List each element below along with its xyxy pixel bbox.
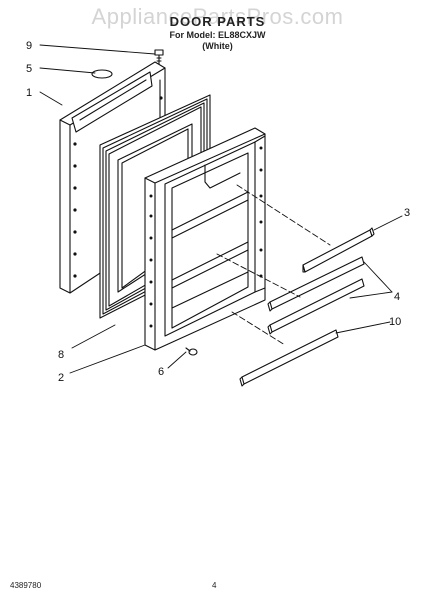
- alignment-lines: [216, 184, 331, 346]
- watermark: AppliancePartsPros.com: [91, 4, 344, 29]
- shelf-bar-3: [302, 227, 375, 273]
- doc-number: 4389780: [10, 581, 42, 590]
- callout-4: 4: [394, 291, 400, 303]
- inner-door-liner: [144, 127, 266, 351]
- shelf-bar-4b: [267, 278, 365, 335]
- callout-9: 9: [26, 40, 32, 52]
- leader-lines: [39, 44, 403, 374]
- page-title: DOOR PARTS: [169, 14, 266, 29]
- callout-1: 1: [26, 87, 32, 99]
- callout-5: 5: [26, 63, 32, 75]
- screw-9: [154, 49, 164, 65]
- badge-ornament: [91, 69, 113, 79]
- callout-10: 10: [389, 316, 401, 328]
- page-number: 4: [212, 581, 217, 590]
- callout-6: 6: [158, 366, 164, 378]
- callout-8: 8: [58, 349, 64, 361]
- callout-2: 2: [58, 372, 64, 384]
- screw-6: [185, 347, 198, 356]
- color-label: (White): [202, 41, 233, 51]
- callout-3: 3: [404, 207, 410, 219]
- shelf-bar-4a: [267, 256, 365, 312]
- model-label: For Model: EL88CXJW: [169, 30, 266, 40]
- shelf-bar-10: [239, 329, 339, 387]
